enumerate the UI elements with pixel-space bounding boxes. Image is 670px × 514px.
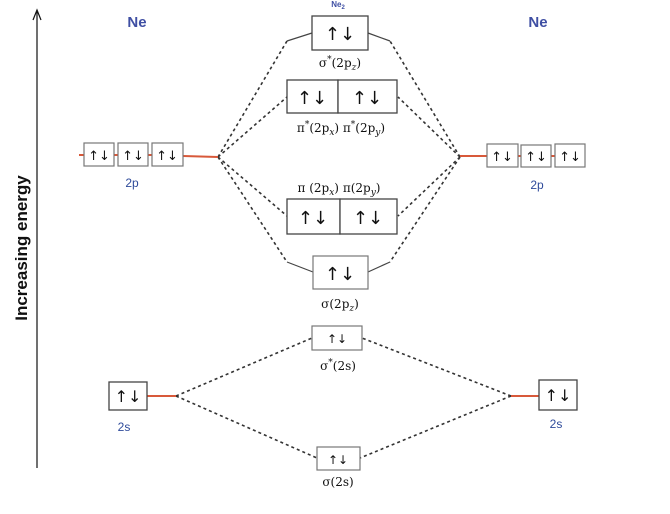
sigma-2s-label: σ(2s) [322, 475, 353, 489]
sigma-star-2s-label: σ*(2s) [320, 358, 356, 373]
svg-text:↑↓: ↑↓ [328, 453, 348, 467]
svg-text:↑↓: ↑↓ [115, 387, 142, 406]
right-2p-orbitals: ↑↓ ↑↓ ↑↓ [486, 143, 586, 168]
pi-star-2px-orbital [286, 79, 339, 114]
energy-axis-arrowhead [32, 8, 42, 21]
left-2p-orbitals: ↑↓ ↑↓ ↑↓ [83, 142, 184, 167]
sigma-star-2s-orbital [311, 325, 363, 351]
pi-2py-orbital [339, 198, 398, 235]
sigma-star-2pz-label: σ*(2pz) [319, 55, 361, 73]
left-atom-name: Ne [127, 14, 146, 31]
sigma-2pz-label: σ(2pz) [321, 297, 359, 314]
left-2s-orbital [108, 381, 148, 411]
sigma-2s-orbital [316, 446, 361, 471]
pi-star-labels: π*(2px) π*(2py) [297, 120, 385, 138]
2s-correlation-lines [175, 337, 512, 459]
svg-text:↑↓: ↑↓ [88, 149, 110, 164]
svg-text:↑↓: ↑↓ [156, 149, 178, 164]
right-2s-orbital [538, 379, 578, 411]
2p-stubs [286, 32, 391, 273]
pi-star-2py-orbital [337, 79, 398, 114]
svg-text:↑↓: ↑↓ [325, 264, 355, 285]
left-2s-label: 2s [118, 420, 131, 434]
sigma-2pz-orbital [312, 255, 369, 290]
svg-text:↑↓: ↑↓ [525, 150, 547, 165]
svg-text:↑↓: ↑↓ [352, 88, 382, 109]
left-2p-label: 2p [125, 176, 139, 190]
svg-text:↑↓: ↑↓ [545, 386, 572, 405]
energy-axis-label: Increasing energy [12, 175, 31, 321]
right-atom-name: Ne [528, 14, 547, 31]
svg-text:↑↓: ↑↓ [353, 208, 383, 229]
left-2p-connector [182, 155, 219, 158]
svg-text:↑↓: ↑↓ [297, 88, 327, 109]
right-2p-label: 2p [530, 178, 544, 192]
svg-text:↑↓: ↑↓ [559, 150, 581, 165]
svg-text:↑↓: ↑↓ [491, 150, 513, 165]
svg-text:↑↓: ↑↓ [122, 149, 144, 164]
svg-text:↑↓: ↑↓ [327, 332, 347, 346]
right-2s-label: 2s [550, 417, 563, 431]
molecule-name: Ne2 [331, 0, 345, 11]
sigma-star-2pz-orbital [311, 15, 369, 51]
pi-labels: π (2px) π(2py) [298, 181, 381, 198]
2p-correlation-lines [217, 40, 461, 263]
svg-text:↑↓: ↑↓ [325, 24, 355, 45]
svg-text:↑↓: ↑↓ [298, 208, 328, 229]
